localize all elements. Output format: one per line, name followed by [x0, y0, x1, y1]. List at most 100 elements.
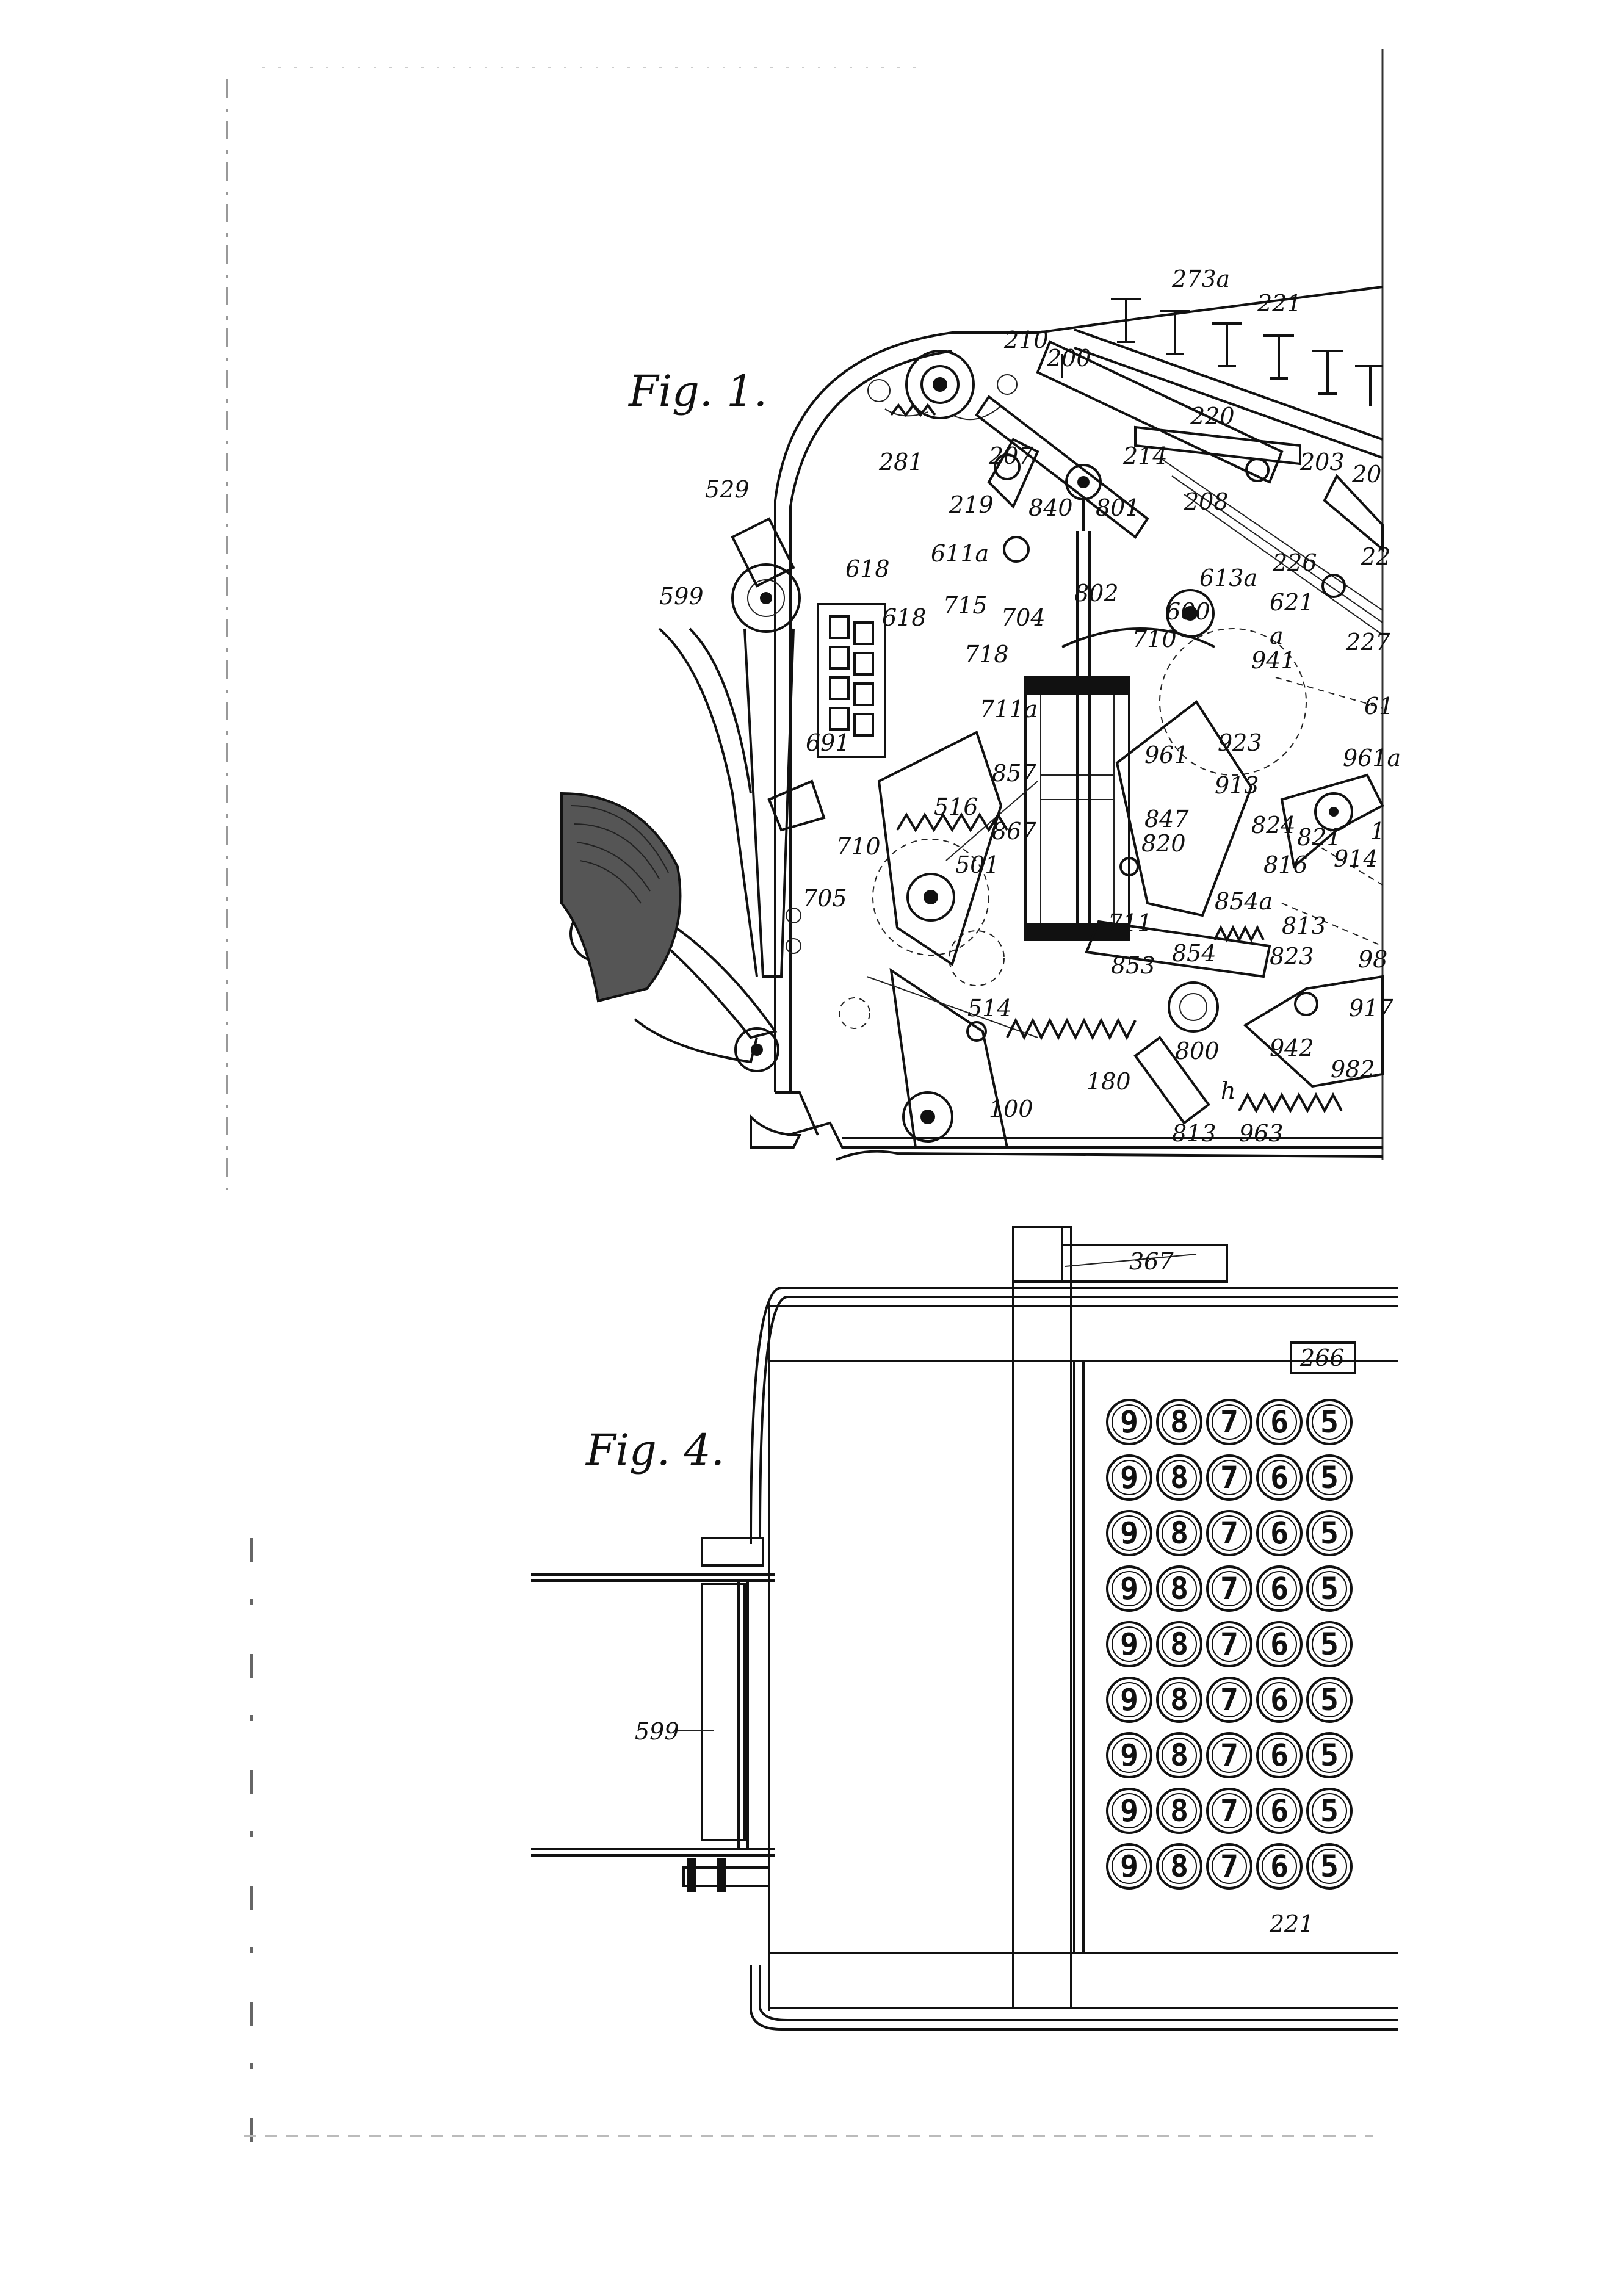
ref-982: 982 — [1331, 1056, 1375, 1083]
key-9-row-8: 9 — [1106, 1788, 1152, 1834]
ref-621: 621 — [1270, 589, 1314, 616]
ref-847: 847 — [1144, 806, 1189, 832]
key-6-row-4: 6 — [1256, 1565, 1303, 1612]
key-label: 9 — [1120, 1404, 1138, 1440]
key-label: 9 — [1120, 1682, 1138, 1717]
key-label: 7 — [1220, 1404, 1238, 1440]
key-7-row-8: 7 — [1206, 1788, 1252, 1834]
key-label: 5 — [1320, 1571, 1339, 1606]
key-label: 8 — [1170, 1515, 1188, 1551]
machine-housing — [774, 286, 1383, 1161]
ref-a: a — [1270, 623, 1284, 649]
key-label: 5 — [1320, 1515, 1339, 1551]
key-7-row-3: 7 — [1206, 1510, 1252, 1556]
ref-800: 800 — [1175, 1038, 1220, 1064]
key-label: 8 — [1170, 1682, 1188, 1717]
key-9-row-5: 9 — [1106, 1621, 1152, 1667]
key-5-row-6: 5 — [1306, 1677, 1353, 1723]
figure-1-caption: Fig. 1. — [627, 366, 767, 416]
ref-611a: 611a — [931, 540, 989, 567]
ref-529: 529 — [705, 476, 750, 503]
casing-outline — [750, 1287, 1398, 2031]
ref-100: 100 — [989, 1096, 1033, 1122]
ref-h: h — [1221, 1077, 1235, 1104]
key-label: 6 — [1270, 1682, 1289, 1717]
key-8-row-3: 8 — [1156, 1510, 1202, 1556]
ref-691: 691 — [806, 729, 850, 756]
key-7-row-5: 7 — [1206, 1621, 1252, 1667]
key-5-row-4: 5 — [1306, 1565, 1353, 1612]
ref-802: 802 — [1074, 580, 1119, 607]
ref-61: 61 — [1364, 693, 1393, 720]
key-8-row-7: 8 — [1156, 1732, 1202, 1778]
label-plate-266: 266 — [1290, 1341, 1356, 1374]
key-label: 6 — [1270, 1793, 1289, 1828]
lever-linkages — [975, 340, 1384, 635]
key-8-row-8: 8 — [1156, 1788, 1202, 1834]
key-label: 7 — [1220, 1460, 1238, 1495]
ref-710-lower: 710 — [836, 833, 881, 860]
ref-214: 214 — [1122, 442, 1168, 469]
key-6-row-5: 6 — [1256, 1621, 1303, 1667]
key-label: 5 — [1320, 1738, 1339, 1773]
ref-599: 599 — [659, 583, 704, 610]
ref-914: 914 — [1334, 845, 1378, 872]
ref-514: 514 — [967, 995, 1012, 1022]
key-5-row-1: 5 — [1306, 1399, 1353, 1445]
printing-platen — [731, 517, 826, 978]
ref-813-upper: 813 — [1282, 912, 1326, 939]
key-label: 9 — [1120, 1515, 1138, 1551]
ref-710: 710 — [1132, 626, 1177, 652]
key-5-row-5: 5 — [1306, 1621, 1353, 1667]
ref-599-fig4: 599 — [635, 1718, 679, 1745]
key-label: 6 — [1270, 1404, 1289, 1440]
key-label: 7 — [1220, 1571, 1238, 1606]
ref-941: 941 — [1251, 647, 1296, 674]
ref-704: 704 — [1001, 604, 1046, 631]
key-label: 7 — [1220, 1738, 1238, 1773]
key-5-row-2: 5 — [1306, 1454, 1353, 1501]
ref-813-lower: 813 — [1172, 1120, 1216, 1147]
key-label: 5 — [1320, 1626, 1339, 1662]
shafts-and-gears — [839, 589, 1384, 1149]
ref-613a: 613a — [1199, 565, 1257, 591]
ref-942: 942 — [1270, 1034, 1314, 1061]
key-label: 7 — [1220, 1793, 1238, 1828]
ref-820: 820 — [1141, 830, 1186, 857]
ref-711: 711 — [1108, 909, 1152, 936]
ref-801: 801 — [1096, 494, 1140, 521]
key-label: 6 — [1270, 1571, 1289, 1606]
key-6-row-6: 6 — [1256, 1677, 1303, 1723]
scan-edge-marks — [226, 49, 1384, 2142]
key-5-row-7: 5 — [1306, 1732, 1353, 1778]
key-label: 9 — [1120, 1793, 1138, 1828]
key-9-row-4: 9 — [1106, 1565, 1152, 1612]
ref-917: 917 — [1349, 995, 1393, 1022]
ref-854a: 854a — [1215, 888, 1273, 915]
ref-715: 715 — [943, 592, 988, 619]
ref-221-fig4: 221 — [1269, 1910, 1314, 1937]
ref-501: 501 — [955, 851, 1000, 878]
key-8-row-4: 8 — [1156, 1565, 1202, 1612]
counterweight-quadrant — [560, 792, 682, 1003]
ref-840: 840 — [1028, 494, 1073, 521]
ref-273a: 273a — [1171, 265, 1230, 292]
key-label: 8 — [1170, 1849, 1188, 1884]
ref-266: 266 — [1299, 1345, 1345, 1371]
key-label: 8 — [1170, 1571, 1188, 1606]
key-9-row-6: 9 — [1106, 1677, 1152, 1723]
key-9-row-3: 9 — [1106, 1510, 1152, 1556]
ref-857: 857 — [992, 760, 1036, 787]
ref-816: 816 — [1263, 851, 1308, 878]
ref-824: 824 — [1251, 812, 1296, 839]
ref-516: 516 — [934, 793, 978, 820]
key-label: 6 — [1270, 1515, 1289, 1551]
ref-961a: 961a — [1343, 745, 1401, 771]
key-6-row-9: 6 — [1256, 1843, 1303, 1890]
ref-867: 867 — [992, 818, 1036, 845]
ref-22: 22 — [1361, 543, 1390, 570]
slide-bar-367: 367 — [1012, 1226, 1228, 2009]
key-8-row-1: 8 — [1156, 1399, 1202, 1445]
key-6-row-2: 6 — [1256, 1454, 1303, 1501]
